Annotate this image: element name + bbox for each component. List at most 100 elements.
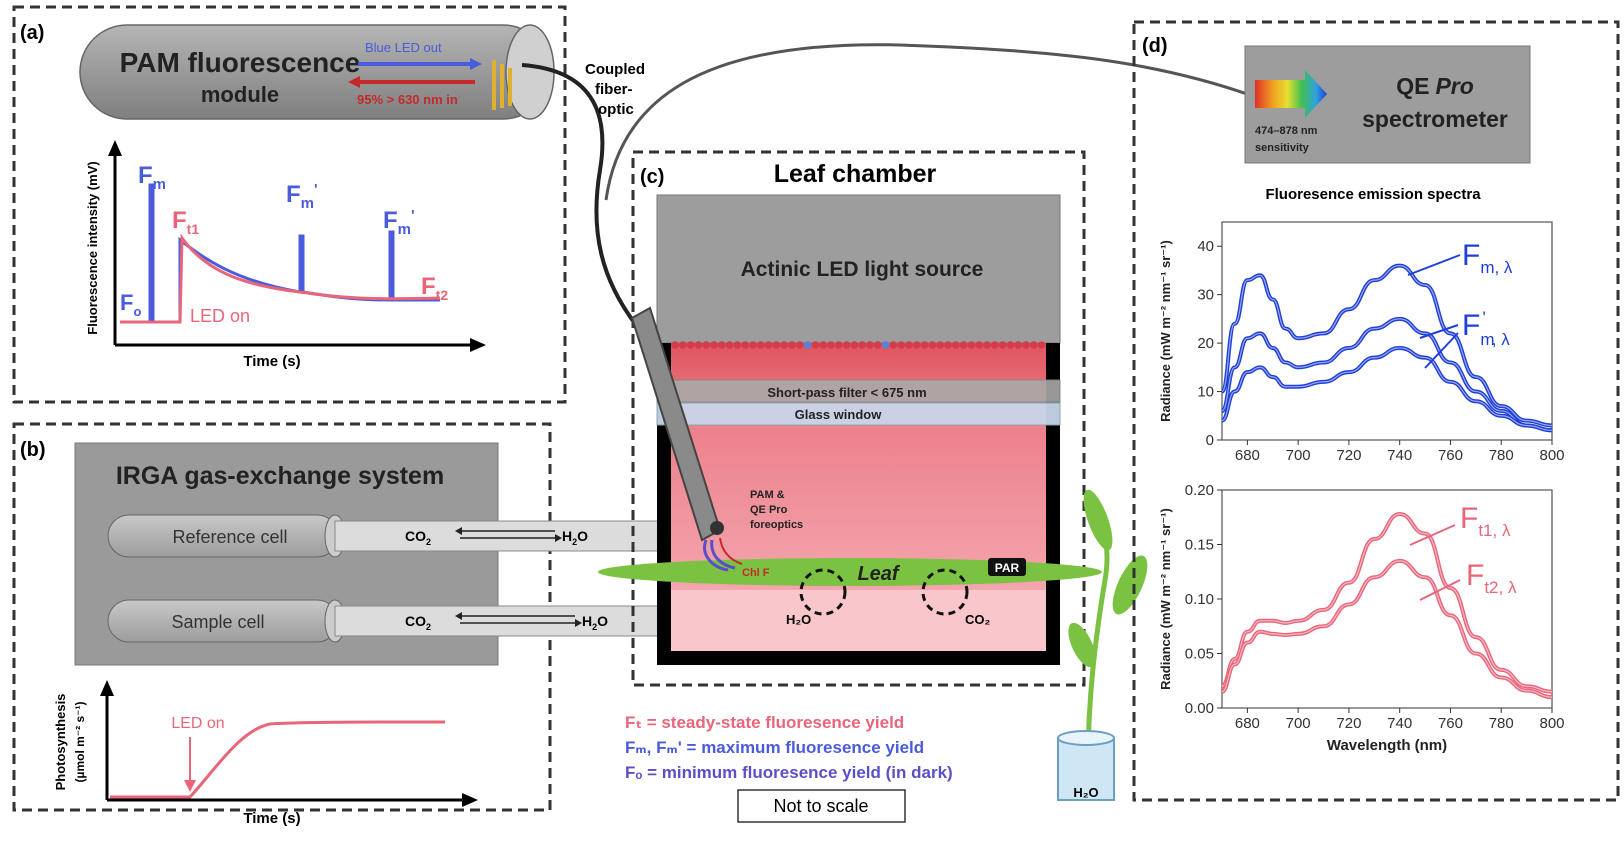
ps-led-on: LED on [171, 715, 224, 732]
series-highlight-1 [1221, 264, 1553, 427]
y-tick-label: 30 [1197, 287, 1214, 304]
chamber-h2o: H₂O [786, 612, 811, 627]
photosynthesis-chart: Photosynthesis (µmol m⁻² s⁻¹) Time (s) L… [53, 680, 478, 827]
led-dot [686, 341, 695, 349]
led-dot [741, 341, 749, 349]
panel-a-frame [12, 5, 567, 404]
x-tick-label: 800 [1539, 447, 1564, 464]
ps-y-label-1: Photosynthesis [53, 694, 68, 791]
foreoptics-label-3: foreoptics [750, 519, 803, 531]
blue-led-label: Blue LED out [365, 40, 442, 55]
legend-line-1: Fₜ = steady-state fluoresence yield [625, 713, 904, 732]
led-dot [928, 341, 937, 349]
ps-trace [110, 720, 446, 799]
led-dot [780, 341, 788, 349]
led-dot [936, 341, 944, 349]
panel-c-frame [631, 150, 1086, 687]
coupled-fiber-label-1: Coupled [585, 61, 645, 78]
sensitivity-label-2: sensitivity [1255, 142, 1310, 154]
leaf [598, 558, 1102, 586]
series-highlight-3 [1221, 347, 1553, 431]
not-to-scale-box [737, 789, 906, 823]
x-tick-label: 740 [1387, 447, 1412, 464]
panel-b-tag: (b) [20, 439, 46, 461]
series-leader [1424, 332, 1459, 369]
legend-line-3: Fₒ = minimum fluoresence yield (in dark) [625, 763, 953, 782]
sample-co2: CO2 [405, 613, 431, 632]
led-dot [881, 341, 890, 349]
led-dot [749, 341, 757, 349]
led-dot [897, 341, 905, 349]
leaf-chamber-title: Leaf chamber [774, 160, 937, 188]
ft2-label: Ft2 [421, 273, 448, 303]
filter-label: Short-pass filter < 675 nm [767, 385, 926, 400]
y-axis-label: Radiance (mW m⁻² nm⁻¹ sr⁻¹) [1158, 240, 1173, 422]
series-label-fm: Fm, λ [1462, 239, 1513, 277]
led-dot [702, 341, 710, 349]
y-tick-label: 0.10 [1185, 591, 1214, 608]
led-dot [757, 341, 765, 349]
led-dot [733, 341, 742, 349]
coupled-fiber-label-3: optic [598, 101, 634, 118]
light-source-label: Actinic LED light source [741, 258, 984, 281]
y-tick-label: 0.15 [1185, 537, 1214, 554]
led-dot [1022, 341, 1030, 349]
pam-x-label: Time (s) [243, 353, 300, 370]
y-tick-label: 20 [1197, 335, 1214, 352]
chamber-lower [671, 590, 1046, 651]
series-label-fm-prime: Fm', λ [1462, 308, 1510, 349]
x-axis-label: Wavelength (nm) [1327, 737, 1447, 754]
par-sensor [988, 558, 1026, 576]
led-dot [694, 341, 703, 349]
led-dot [772, 341, 781, 349]
series-leader [1419, 579, 1461, 601]
led-dot [803, 341, 812, 349]
led-dot [944, 341, 952, 349]
led-dot [889, 341, 898, 349]
x-tick-label: 800 [1539, 715, 1564, 732]
pam-trace-chart: Fluorescence intensity (mV) Time (s) Fm … [85, 140, 486, 370]
x-tick-label: 720 [1336, 715, 1361, 732]
series-highlight-2 [1221, 318, 1553, 431]
x-tick-label: 760 [1438, 447, 1463, 464]
ps-x-label: Time (s) [243, 810, 300, 827]
led-dot [679, 341, 687, 349]
panel-d-tag: (d) [1142, 35, 1168, 57]
ps-y-label-2: (µmol m⁻² s⁻¹) [73, 702, 87, 783]
led-dot [725, 341, 734, 349]
plant: H₂O [1057, 489, 1148, 801]
water-beaker [1057, 737, 1115, 801]
stomata-h2o [799, 568, 847, 616]
led-dot [842, 341, 851, 349]
led-dot [1006, 341, 1015, 349]
led-dot [819, 341, 827, 349]
coupled-fiber-label-2: fiber- [595, 81, 633, 98]
led-dot [811, 341, 820, 349]
led-dot [920, 341, 929, 349]
x-tick-label: 680 [1235, 715, 1260, 732]
led-row [671, 341, 1046, 349]
sample-cell-label: Sample cell [171, 612, 264, 632]
par-label: PAR [995, 561, 1020, 575]
pam-module-subtitle: module [201, 82, 279, 107]
sample-h2o: H2O [582, 613, 608, 632]
pam-led-on: LED on [190, 306, 250, 326]
series-highlight-1 [1221, 513, 1553, 693]
reference-cell: Reference cell CO2 H2O [107, 514, 691, 558]
y-tick-label: 0.20 [1185, 482, 1214, 499]
series-leader [1409, 524, 1456, 546]
led-dot [850, 341, 859, 349]
chl-f-label: Chl F [742, 567, 770, 579]
ft1-label: Ft1 [172, 207, 199, 237]
ref-co2: CO2 [405, 528, 431, 547]
x-tick-label: 780 [1489, 715, 1514, 732]
sample-cell: Sample cell CO2 H2O [107, 599, 691, 643]
led-dot [905, 341, 913, 349]
series-leader [1419, 324, 1459, 339]
led-dot [671, 341, 679, 349]
series-label-ft2: Ft2, λ [1466, 559, 1517, 597]
x-tick-label: 740 [1387, 715, 1412, 732]
ps-led-arrow [184, 780, 196, 792]
